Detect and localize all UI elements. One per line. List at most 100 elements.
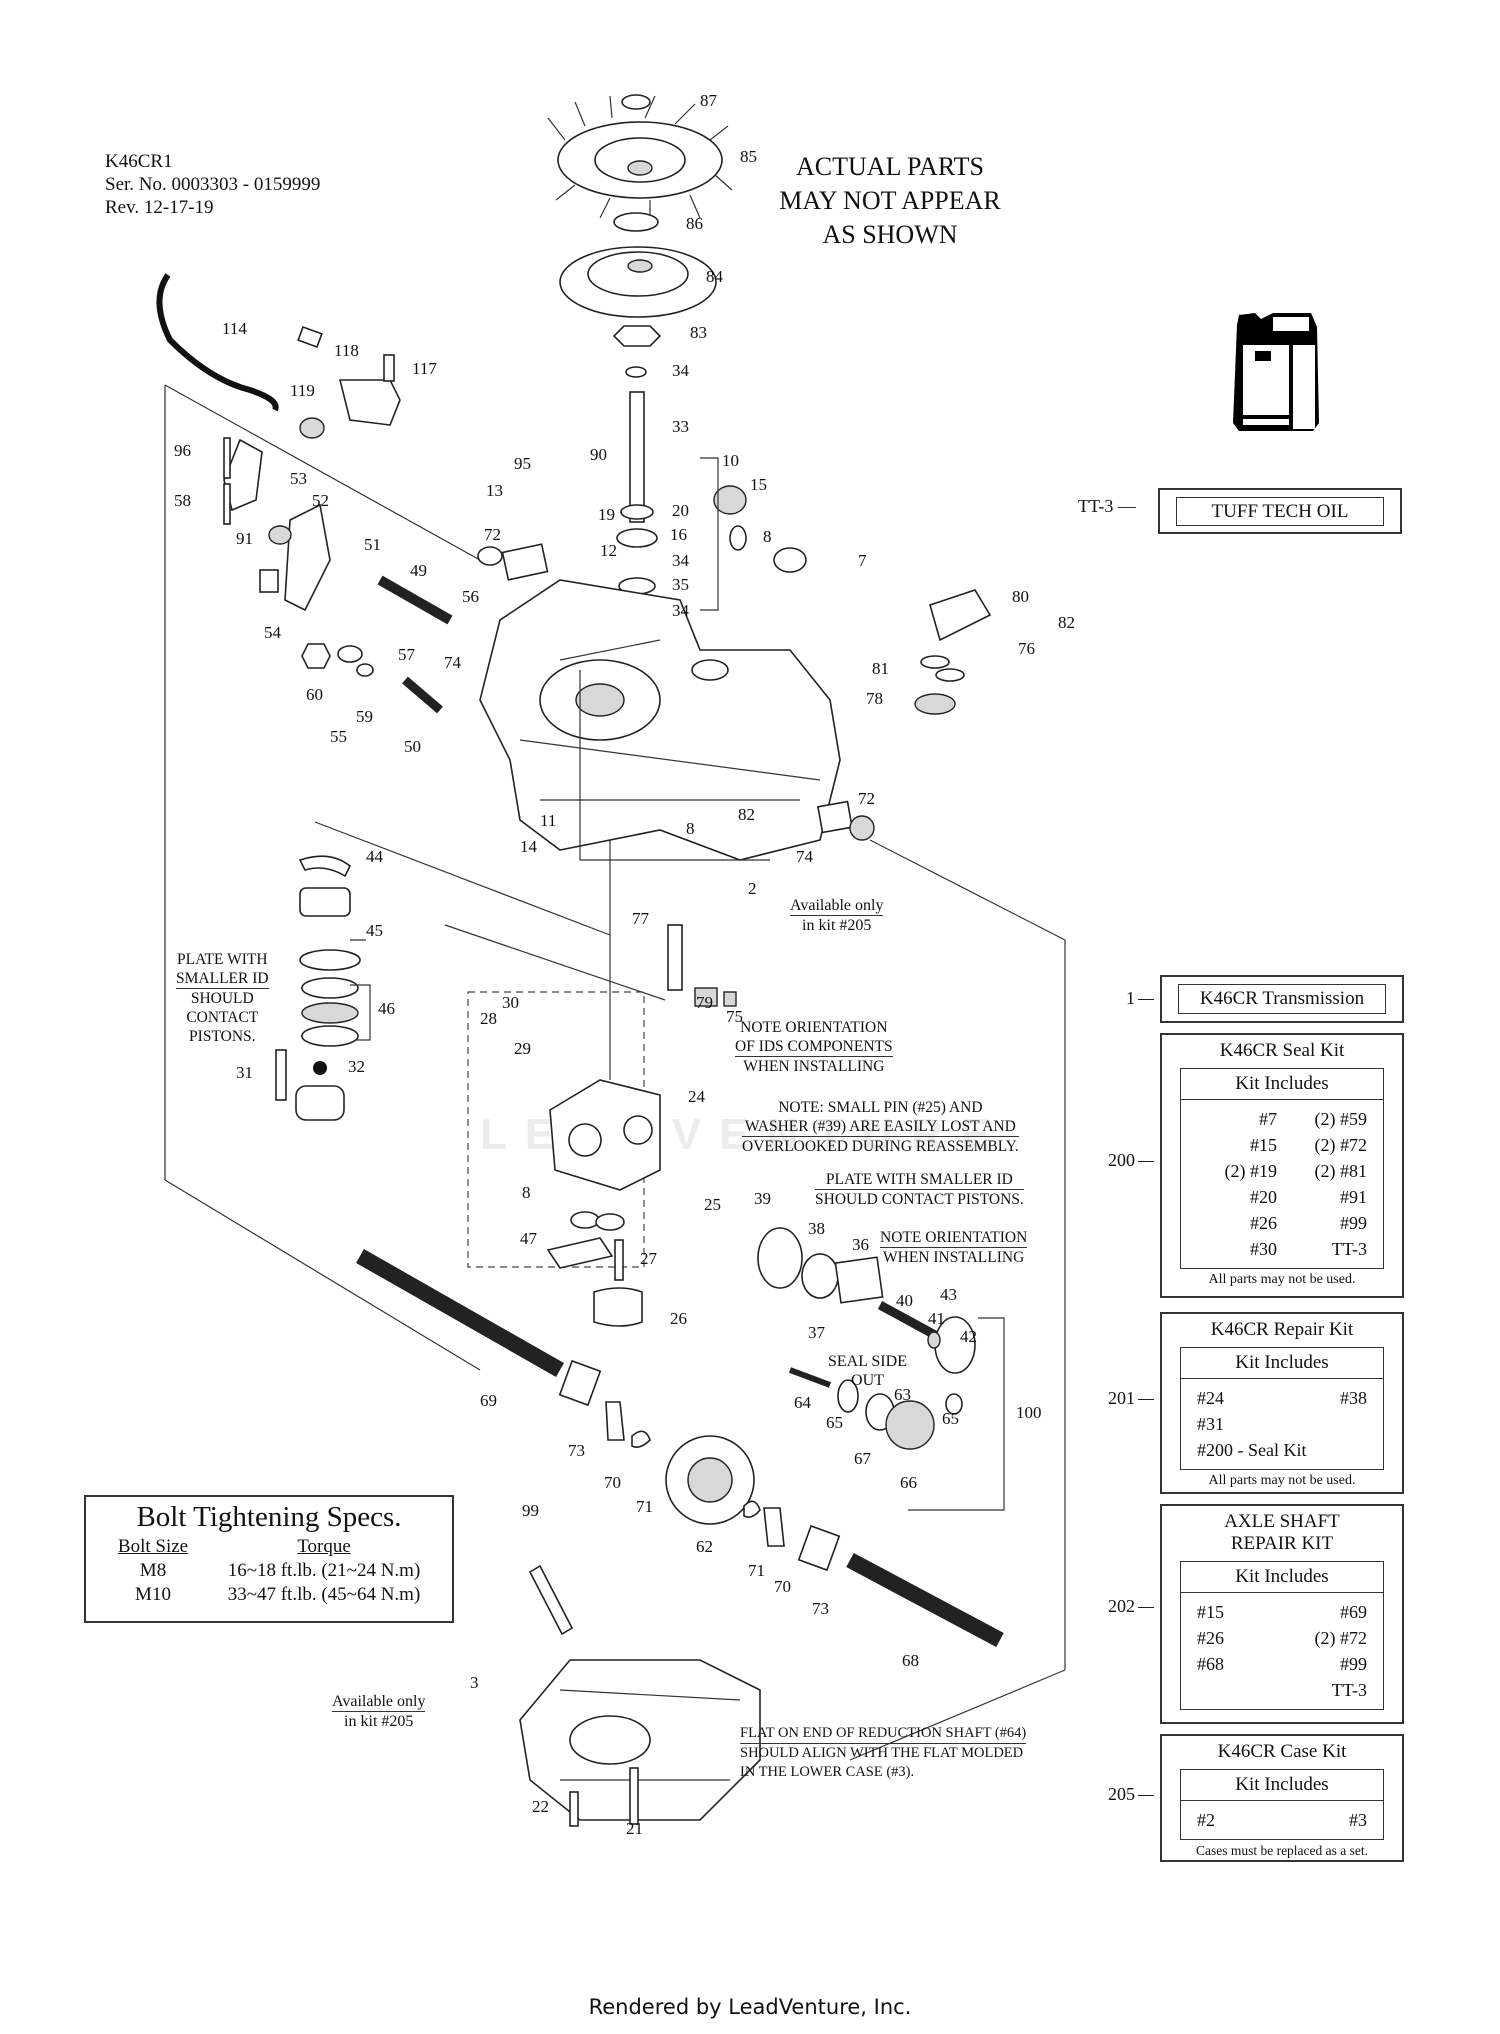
part-callout[interactable]: 78	[866, 689, 883, 708]
part-callout[interactable]: 12	[600, 541, 617, 560]
part-callout[interactable]: 35	[672, 575, 689, 594]
part-callout[interactable]: 90	[590, 445, 607, 464]
part-callout[interactable]: 14	[520, 837, 537, 856]
brake-lever[interactable]	[284, 503, 331, 612]
part-callout[interactable]: 26	[670, 1309, 687, 1328]
kit-case[interactable]: K46CR Case Kit Kit Includes #2#3 Cases m…	[1160, 1734, 1404, 1862]
part-callout[interactable]: 3	[470, 1673, 479, 1692]
part-callout[interactable]: 82	[1058, 613, 1075, 632]
part-callout[interactable]: 75	[726, 1007, 743, 1026]
part-callout[interactable]: 73	[812, 1599, 829, 1618]
part-callout[interactable]: 118	[334, 341, 359, 360]
part-callout[interactable]: 45	[366, 921, 383, 940]
part-callout[interactable]: 37	[808, 1323, 825, 1342]
part-callout[interactable]: 31	[236, 1063, 253, 1082]
part-callout[interactable]: 87	[700, 91, 717, 110]
part-callout[interactable]: 11	[540, 811, 557, 830]
part-callout[interactable]: 2	[748, 879, 757, 898]
control-arm[interactable]	[929, 589, 992, 642]
part-callout[interactable]: 8	[763, 527, 772, 546]
part-callout[interactable]: 64	[794, 1393, 811, 1412]
part-callout[interactable]: 71	[636, 1497, 653, 1516]
part-callout[interactable]: 55	[330, 727, 347, 746]
part-callout[interactable]: 50	[404, 737, 421, 756]
part-callout[interactable]: 32	[348, 1057, 365, 1076]
part-callout[interactable]: 34	[672, 361, 689, 380]
part-callout[interactable]: 91	[236, 529, 253, 548]
part-callout[interactable]: 34	[672, 601, 689, 620]
part-callout[interactable]: 51	[364, 535, 381, 554]
part-callout[interactable]: 47	[520, 1229, 537, 1248]
part-callout[interactable]: 77	[632, 909, 649, 928]
part-callout[interactable]: 70	[774, 1577, 791, 1596]
kit-repair[interactable]: K46CR Repair Kit Kit Includes #24#38 #31…	[1160, 1312, 1404, 1494]
part-callout[interactable]: 44	[366, 847, 383, 866]
bracket[interactable]	[338, 379, 401, 426]
part-callout[interactable]: 72	[858, 789, 875, 808]
part-callout[interactable]: 41	[928, 1309, 945, 1328]
part-callout[interactable]: 53	[290, 469, 307, 488]
part-callout[interactable]: 95	[514, 454, 531, 473]
part-callout[interactable]: 83	[690, 323, 707, 342]
kit-transmission[interactable]: K46CR Transmission	[1160, 975, 1404, 1023]
part-callout[interactable]: 96	[174, 441, 191, 460]
part-callout[interactable]: 33	[672, 417, 689, 436]
kit-axle-shaft[interactable]: AXLE SHAFT REPAIR KIT Kit Includes #15#6…	[1160, 1504, 1404, 1724]
part-callout[interactable]: 67	[854, 1449, 871, 1468]
part-callout[interactable]: 65	[942, 1409, 959, 1428]
part-callout[interactable]: 21	[626, 1819, 643, 1838]
part-callout[interactable]: 85	[740, 147, 757, 166]
retaining-ring[interactable]	[621, 94, 651, 110]
part-callout[interactable]: 25	[704, 1195, 721, 1214]
part-callout[interactable]: 10	[722, 451, 739, 470]
part-callout[interactable]: 119	[290, 381, 315, 400]
cooling-fan[interactable]	[547, 95, 733, 222]
part-callout[interactable]: 57	[398, 645, 415, 664]
part-callout[interactable]: 71	[748, 1561, 765, 1580]
part-callout[interactable]: 66	[900, 1473, 917, 1492]
part-callout[interactable]: 43	[940, 1285, 957, 1304]
part-callout[interactable]: 69	[480, 1391, 497, 1410]
part-callout[interactable]: 22	[532, 1797, 549, 1816]
part-callout[interactable]: 54	[264, 623, 281, 642]
part-callout[interactable]: 19	[598, 505, 615, 524]
part-callout[interactable]: 68	[902, 1651, 919, 1670]
part-callout[interactable]: 70	[604, 1473, 621, 1492]
part-callout[interactable]: 81	[872, 659, 889, 678]
part-callout[interactable]: 72	[484, 525, 501, 544]
part-callout[interactable]: 34	[672, 551, 689, 570]
part-callout[interactable]: 56	[462, 587, 479, 606]
part-callout[interactable]: 30	[502, 993, 519, 1012]
oil-box[interactable]: TUFF TECH OIL	[1158, 488, 1402, 534]
part-callout[interactable]: 73	[568, 1441, 585, 1460]
part-callout[interactable]: 8	[686, 819, 695, 838]
wire-harness[interactable]	[156, 273, 279, 412]
part-callout[interactable]: 117	[412, 359, 437, 378]
part-callout[interactable]: 28	[480, 1009, 497, 1028]
axle-shaft[interactable]	[356, 1249, 564, 1377]
part-callout[interactable]: 63	[894, 1385, 911, 1404]
bull-gear[interactable]	[665, 1435, 755, 1525]
part-callout[interactable]: 49	[410, 561, 427, 580]
part-callout[interactable]: 46	[378, 999, 395, 1018]
part-callout[interactable]: 86	[686, 214, 703, 233]
axle-shaft-right[interactable]	[846, 1552, 1004, 1648]
part-callout[interactable]: 60	[306, 685, 323, 704]
part-callout[interactable]: 84	[706, 267, 723, 286]
part-callout[interactable]: 82	[738, 805, 755, 824]
washer[interactable]	[613, 212, 659, 232]
part-callout[interactable]: 58	[174, 491, 191, 510]
part-callout[interactable]: 59	[356, 707, 373, 726]
part-callout[interactable]: 24	[688, 1087, 705, 1106]
part-callout[interactable]: 62	[696, 1537, 713, 1556]
part-callout[interactable]: 74	[444, 653, 461, 672]
part-callout[interactable]: 20	[672, 501, 689, 520]
part-callout[interactable]: 100	[1016, 1403, 1042, 1422]
retaining-ring[interactable]	[625, 366, 647, 378]
part-callout[interactable]: 39	[754, 1189, 771, 1208]
part-callout[interactable]: 114	[222, 319, 247, 338]
upper-case[interactable]	[479, 579, 841, 861]
part-callout[interactable]: 13	[486, 481, 503, 500]
part-callout[interactable]: 7	[858, 551, 867, 570]
part-callout[interactable]: 80	[1012, 587, 1029, 606]
